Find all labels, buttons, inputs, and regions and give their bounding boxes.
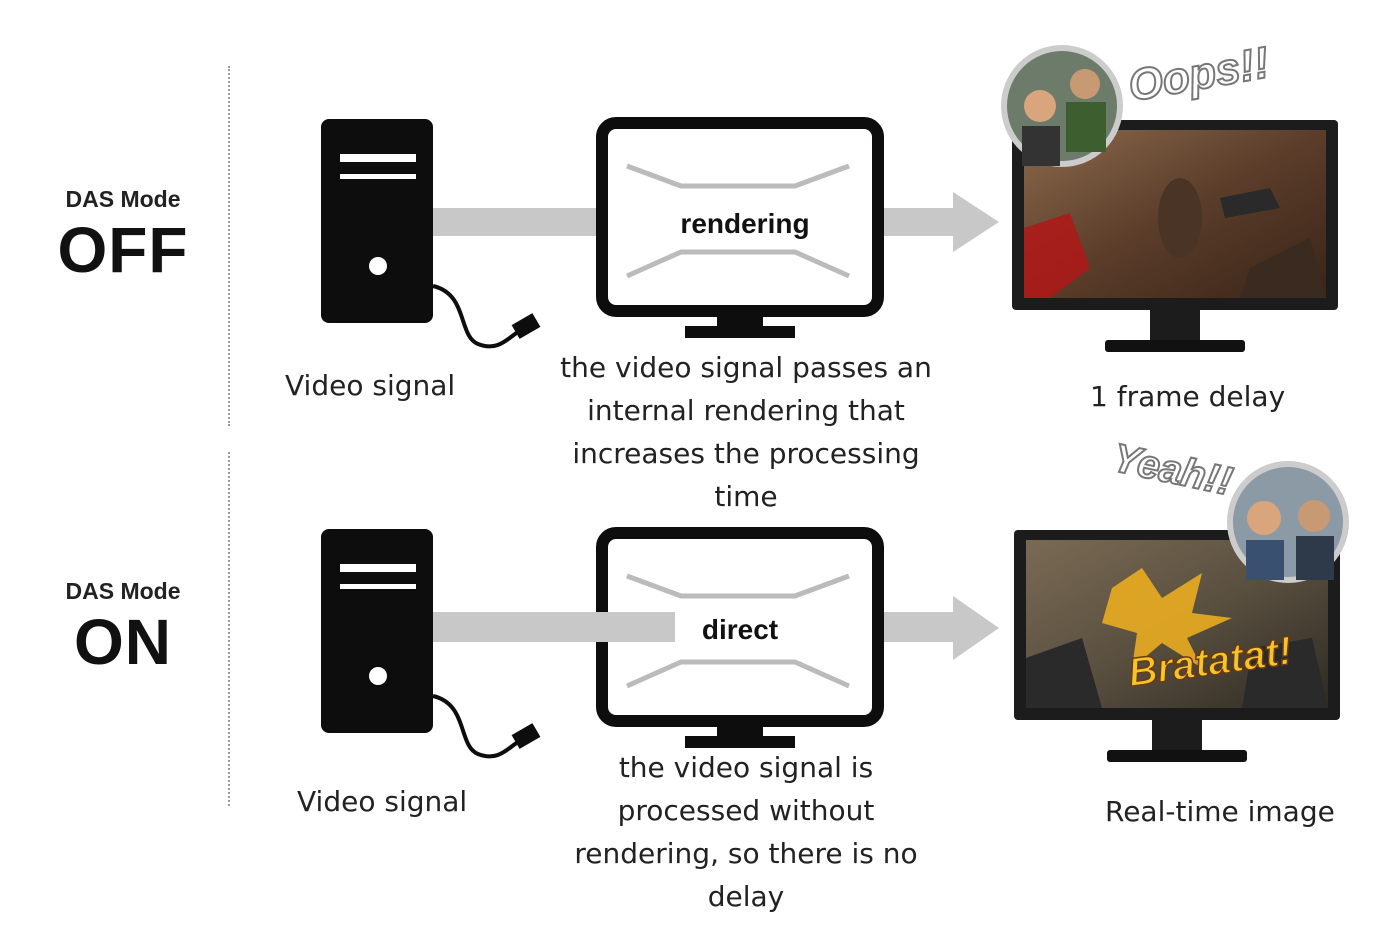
- monitor-icon: [593, 527, 884, 748]
- caption-line: processed without: [617, 794, 875, 827]
- row-divider-off: [228, 66, 230, 426]
- mode-prefix-on: DAS Mode: [65, 578, 181, 604]
- result-label-off: 1 frame delay: [1090, 380, 1286, 413]
- process-label-on: direct: [701, 614, 779, 645]
- mode-state-on: ON: [74, 606, 172, 678]
- caption-line: internal rendering that: [587, 394, 905, 427]
- row-divider-on: [228, 452, 230, 806]
- computer-tower-icon: [321, 529, 541, 759]
- mode-state-off: OFF: [57, 214, 189, 286]
- caption-line: the video signal passes an: [560, 351, 932, 384]
- process-caption-off: the video signal passes an internal rend…: [546, 346, 946, 518]
- source-label-on: Video signal: [297, 785, 468, 818]
- caption-line: delay: [707, 880, 785, 913]
- caption-line: rendering, so there is no: [574, 837, 918, 870]
- monitor-icon: [596, 117, 884, 338]
- player-avatar: [1001, 45, 1123, 167]
- caption-line: the video signal is: [618, 751, 874, 784]
- exclamation-on: Yeah!!: [1108, 435, 1237, 505]
- player-avatar: [1227, 461, 1349, 583]
- exclamation-off: Oops!!: [1124, 37, 1274, 112]
- mode-prefix-off: DAS Mode: [65, 186, 181, 212]
- computer-tower-icon: [321, 119, 541, 349]
- caption-line: time: [714, 480, 778, 513]
- source-label-off: Video signal: [285, 369, 456, 402]
- process-caption-on: the video signal is processed without re…: [546, 746, 946, 918]
- result-label-on: Real-time image: [1105, 795, 1335, 828]
- gaming-monitor: [1012, 120, 1338, 352]
- process-label-off: rendering: [680, 208, 810, 239]
- caption-line: increases the processing: [572, 437, 920, 470]
